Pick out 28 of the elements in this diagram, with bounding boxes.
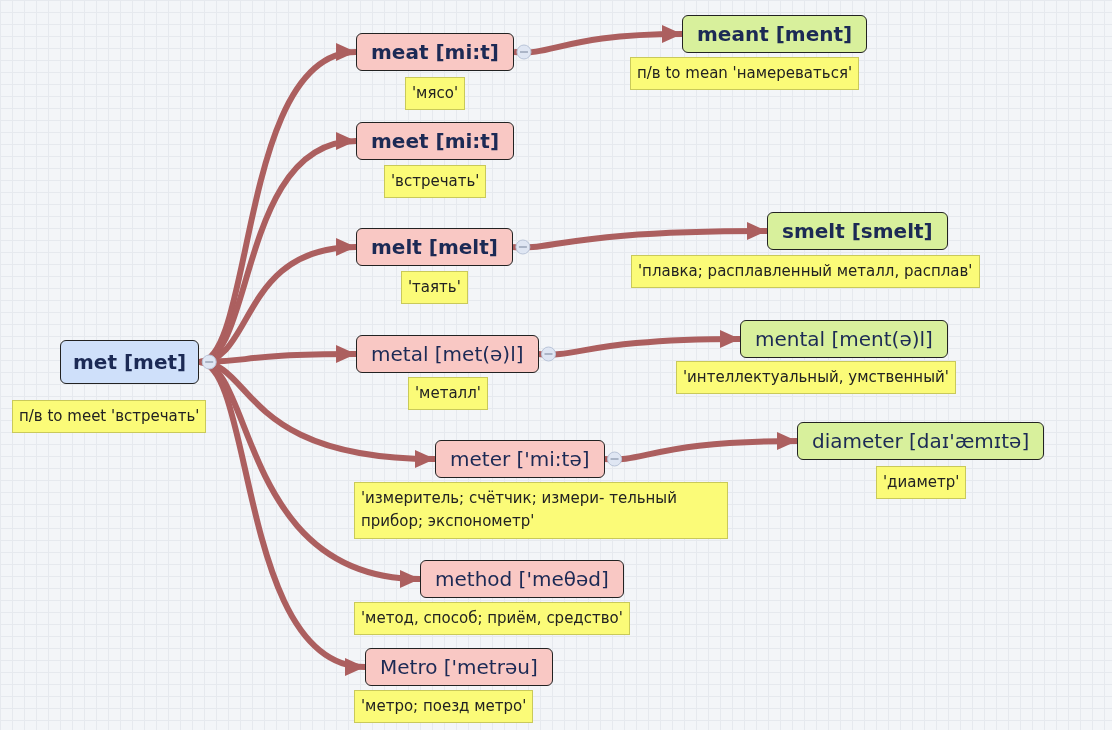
note-label: 'диаметр' xyxy=(876,466,967,500)
note-label: 'металл' xyxy=(408,377,488,411)
arrow xyxy=(512,222,767,251)
note-label: п/в to mean 'намереваться' xyxy=(630,57,860,91)
note-label: п/в to meet 'встречать' xyxy=(12,400,207,434)
topic-box: melt [melt] xyxy=(356,228,513,266)
note-label: 'измеритель; счётчик; измери- тельный прибор; экспонометр' xyxy=(354,482,728,539)
note-label: 'интеллектуальный, умственный' xyxy=(676,361,956,395)
topic-box: meet [mi:t] xyxy=(356,122,515,160)
topic-box: Metro ['metrəu] xyxy=(365,648,553,686)
topic-box: meter ['mi:tə] xyxy=(435,440,605,478)
root-topic-box: met [met] xyxy=(60,340,200,384)
note-label: 'таять' xyxy=(401,271,468,305)
topic-box: mental [ment(ə)l] xyxy=(740,320,948,358)
topic-box: method ['meθəd] xyxy=(420,560,624,598)
topic-box: diameter [daɪ'æmɪtə] xyxy=(797,422,1045,460)
topic-box: smelt [smelt] xyxy=(767,212,948,250)
arrow xyxy=(604,432,798,463)
arrow xyxy=(538,330,741,358)
topic-box: meant [ment] xyxy=(682,15,868,53)
topic-box: metal [met(ə)l] xyxy=(356,335,539,373)
arrow xyxy=(513,25,683,56)
note-label: 'плавка; расплавленный металл, расплав' xyxy=(631,255,980,289)
note-label: 'метод, способ; приём, средство' xyxy=(354,602,630,636)
topic-box: meat [mi:t] xyxy=(356,33,514,71)
note-label: 'мясо' xyxy=(405,77,465,111)
note-label: 'метро; поезд метро' xyxy=(354,690,534,724)
note-label: 'встречать' xyxy=(384,165,487,199)
